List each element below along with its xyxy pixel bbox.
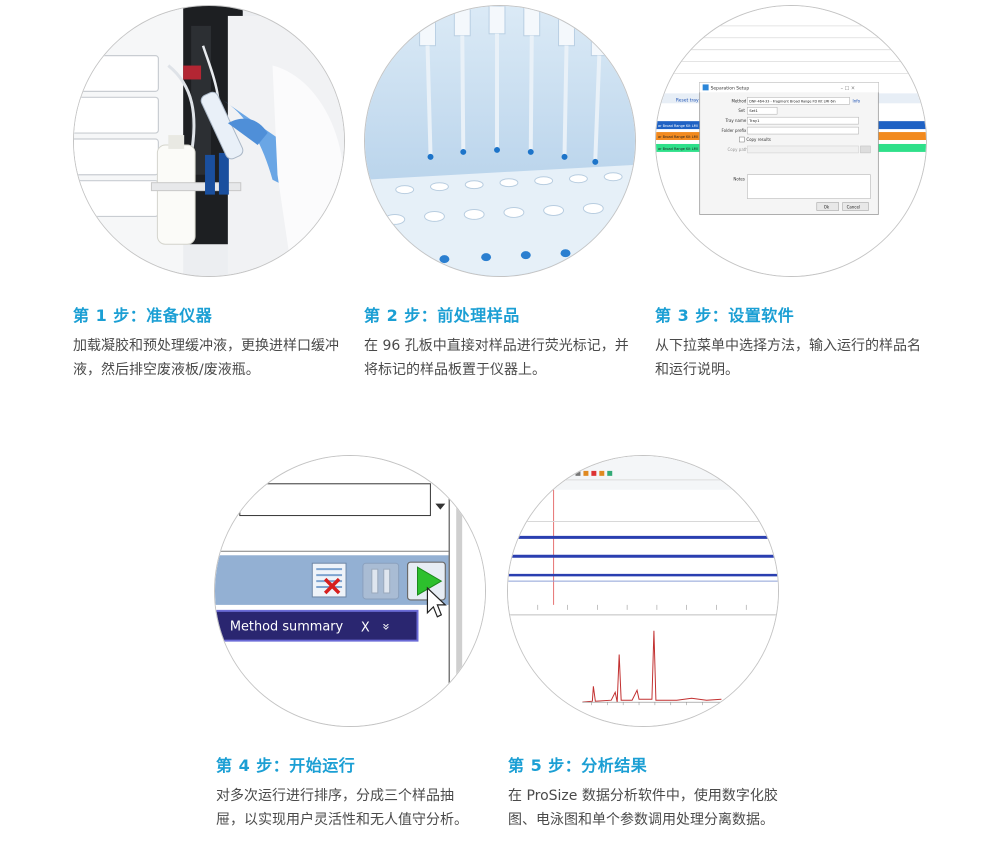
play-button[interactable] (406, 561, 446, 601)
dialog-title: Separation Setup (711, 85, 750, 91)
step3-software-image: Reset tray ar Broad Range Kit LMI ar Bro… (655, 5, 927, 277)
notes-textarea[interactable] (747, 174, 871, 199)
set-select[interactable]: Set1 (749, 109, 758, 113)
step2-pipette-image (364, 5, 636, 277)
folder-prefix-label: Folder prefix (722, 128, 748, 133)
mouse-cursor-icon (426, 586, 447, 618)
dialog-cancel-button[interactable]: Cancel (847, 205, 860, 210)
clear-list-icon[interactable] (311, 562, 347, 598)
step-3-caption: 第 3 步：设置软件 从下拉菜单中选择方法，输入运行的样品名和运行说明。 (655, 306, 945, 382)
step-2-title: 第 2 步：前处理样品 (364, 306, 520, 325)
step-4-description: 对多次运行进行排序，分成三个样品抽屉，以实现用户灵活性和无人值守分析。 (216, 788, 468, 828)
step1-instrument-image (73, 5, 345, 277)
pause-icon[interactable] (362, 562, 400, 600)
step-3-description: 从下拉菜单中选择方法，输入运行的样品名和运行说明。 (655, 338, 921, 378)
copy-results-label: Copy results (746, 137, 771, 142)
tray-name-label: Tray name (724, 118, 746, 123)
step5-analysis-image (507, 455, 779, 727)
step-5-title: 第 5 步：分析结果 (508, 756, 648, 775)
dialog-ok-button[interactable]: Ok (824, 205, 830, 210)
toolbar-icons[interactable] (575, 470, 613, 476)
copy-path-browse[interactable] (860, 145, 871, 154)
method-select[interactable]: DNF-464-33 - Fragment Broad Range FD Kit… (749, 99, 835, 103)
step-1-description: 加载凝胶和预处理缓冲液，更换进样口缓冲液，然后排空废液板/废液瓶。 (73, 338, 339, 378)
list-item-1: ar Broad Range Kit LMI (658, 124, 698, 128)
step-2-caption: 第 2 步：前处理样品 在 96 孔板中直接对样品进行荧光标记，并将标记的样品板… (364, 306, 654, 382)
step-1-title: 第 1 步：准备仪器 (73, 306, 213, 325)
step-4-caption: 第 4 步：开始运行 对多次运行进行排序，分成三个样品抽屉，以实现用户灵活性和无… (216, 756, 506, 832)
step-2-description: 在 96 孔板中直接对样品进行荧光标记，并将标记的样品板置于仪器上。 (364, 338, 629, 378)
method-label: Method (731, 98, 746, 103)
dialog-window-controls[interactable]: – □ × (841, 85, 855, 91)
copy-results-checkbox[interactable] (739, 136, 745, 143)
step4-run-toolbar-image: Method summary X » (214, 455, 486, 727)
copy-path-input[interactable] (747, 145, 859, 154)
folder-prefix-input[interactable] (747, 126, 859, 135)
tray-name-input[interactable]: Tray1 (748, 119, 760, 123)
copy-path-label: Copy path (727, 147, 748, 152)
step-3-title: 第 3 步：设置软件 (655, 306, 795, 325)
method-summary-expand-icon[interactable]: » (378, 623, 393, 631)
reset-tray-link[interactable]: Reset tray (676, 97, 699, 103)
method-info-link[interactable]: Info (853, 98, 861, 103)
electropherogram-trace (582, 630, 722, 703)
step-1-caption: 第 1 步：准备仪器 加载凝胶和预处理缓冲液，更换进样口缓冲液，然后排空废液板/… (73, 306, 363, 382)
list-item-3: ar Broad Range Kit LMI (658, 147, 698, 151)
step-4-title: 第 4 步：开始运行 (216, 756, 356, 775)
method-summary-close-icon[interactable]: X (361, 621, 370, 636)
step-5-caption: 第 5 步：分析结果 在 ProSize 数据分析软件中，使用数字化胶图、电泳图… (508, 756, 798, 832)
method-summary-label: Method summary (230, 620, 344, 635)
list-item-2: ar Broad Range Kit LMI (658, 135, 698, 139)
set-label: Set (738, 108, 745, 113)
step-5-description: 在 ProSize 数据分析软件中，使用数字化胶图、电泳图和单个参数调用处理分离… (508, 788, 778, 828)
notes-label: Notes (733, 177, 744, 182)
dropdown-arrow-icon[interactable] (435, 503, 446, 510)
